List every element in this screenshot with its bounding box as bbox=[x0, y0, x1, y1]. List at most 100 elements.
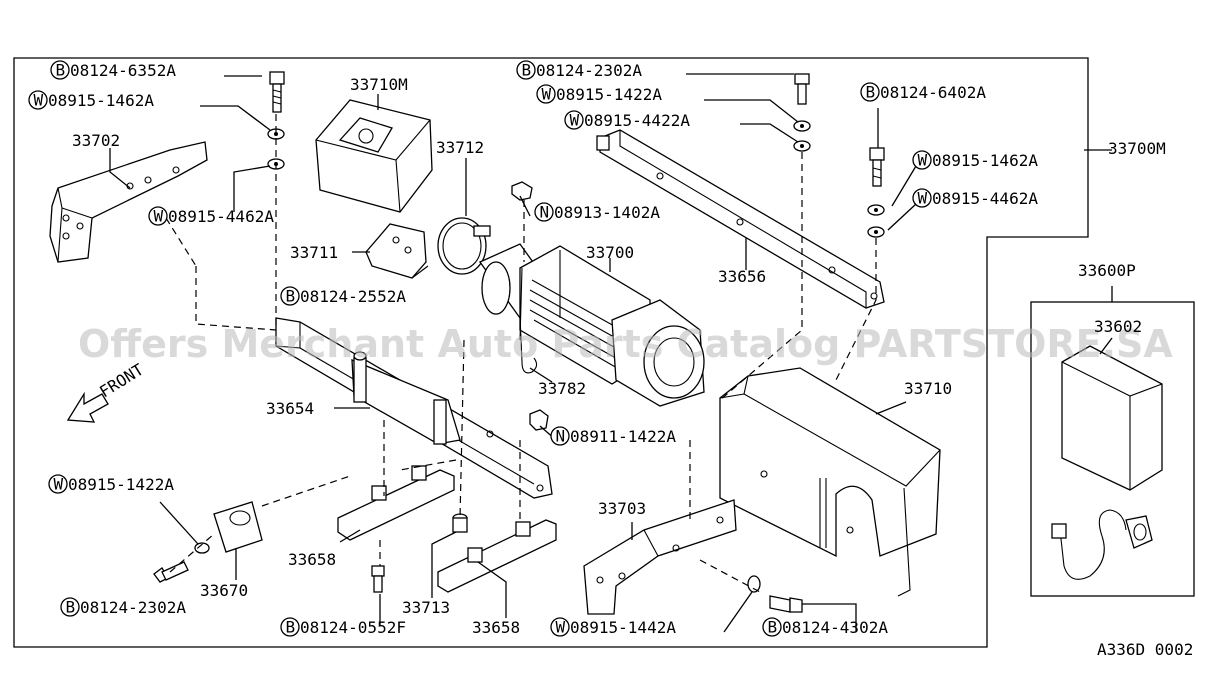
bracket-33658-lower bbox=[437, 519, 557, 593]
callout-prefix: B bbox=[286, 287, 296, 306]
callout-prefix: N bbox=[556, 427, 566, 446]
callout-prefix-circle bbox=[762, 617, 782, 637]
callout-number: 33713 bbox=[402, 598, 450, 617]
callout-33710M: 33710M bbox=[350, 75, 408, 94]
callout-number: 08915-1462A bbox=[48, 91, 154, 110]
callout-number: 08915-4422A bbox=[584, 111, 690, 130]
callout-prefix: W bbox=[918, 189, 928, 208]
callout-number: 08915-1442A bbox=[570, 618, 676, 637]
callout-prefix-circle bbox=[564, 110, 584, 130]
callout-number: 08915-1462A bbox=[932, 151, 1038, 170]
callout-prefix: W bbox=[34, 91, 44, 110]
callout-number: 08915-1422A bbox=[556, 85, 662, 104]
callout-prefix: B bbox=[768, 618, 778, 637]
callout-number: 33658 bbox=[472, 618, 520, 637]
remote-cable bbox=[1051, 509, 1153, 580]
callout-number: 08124-2302A bbox=[80, 598, 186, 617]
callout-33710: 33710 bbox=[904, 379, 952, 398]
bracket-33702 bbox=[49, 141, 208, 263]
bracket-33711 bbox=[365, 223, 429, 279]
callout-number: 33602 bbox=[1094, 317, 1142, 336]
cover-33710m bbox=[315, 99, 433, 213]
clamp-33712 bbox=[437, 217, 491, 275]
callout-number: 08124-2552A bbox=[300, 287, 406, 306]
callout-number: 08124-6402A bbox=[880, 83, 986, 102]
callout-33712: 33712 bbox=[436, 138, 484, 157]
callout-prefix-circle bbox=[50, 60, 70, 80]
callout-number: 33654 bbox=[266, 399, 314, 418]
callout-number: 33710 bbox=[904, 379, 952, 398]
callout-prefix: W bbox=[556, 618, 566, 637]
callout-33702: 33702 bbox=[72, 131, 120, 150]
callout-number: 33658 bbox=[288, 550, 336, 569]
callout-number: 08911-1422A bbox=[570, 427, 676, 446]
callout-number: 08915-1422A bbox=[68, 475, 174, 494]
callout-prefix-circle bbox=[912, 150, 932, 170]
callout-prefix: B bbox=[286, 618, 296, 637]
callout-number: 33600P bbox=[1078, 261, 1136, 280]
callout-number: 33700M bbox=[1108, 139, 1166, 158]
callout-number: 33656 bbox=[718, 267, 766, 286]
hook-33782 bbox=[519, 315, 538, 374]
callout-prefix: W bbox=[542, 85, 552, 104]
figure-code: A336D 0002 bbox=[1097, 640, 1193, 659]
callout-prefix-circle bbox=[860, 82, 880, 102]
callout-number: 08913-1402A bbox=[554, 203, 660, 222]
callout-number: 08124-2302A bbox=[536, 61, 642, 80]
callout-33700: 33700 bbox=[586, 243, 634, 262]
callout-prefix-circle bbox=[60, 597, 80, 617]
callout-33703: 33703 bbox=[598, 499, 646, 518]
callout-33602: 33602 bbox=[1094, 317, 1142, 336]
callout-number: 08915-4462A bbox=[932, 189, 1038, 208]
callout-prefix: W bbox=[918, 151, 928, 170]
callout-prefix-circle bbox=[912, 188, 932, 208]
callout-prefix-circle bbox=[28, 90, 48, 110]
bolt-6402a bbox=[867, 147, 885, 238]
plate-33670 bbox=[153, 501, 263, 583]
watermark-text: Offers Merchant Auto Parts Catalog PARTS… bbox=[78, 322, 1173, 366]
bracket-33703 bbox=[583, 499, 737, 615]
callout-prefix-circle bbox=[536, 84, 556, 104]
callout-prefix-circle bbox=[280, 617, 300, 637]
callout-prefix: W bbox=[570, 111, 580, 130]
bolt-4302a bbox=[747, 575, 803, 613]
rail-33656 bbox=[596, 129, 885, 309]
callout-prefix-circle bbox=[550, 617, 570, 637]
callout-number: 33711 bbox=[290, 243, 338, 262]
callout-number: 33702 bbox=[72, 131, 120, 150]
callout-number: 33703 bbox=[598, 499, 646, 518]
bolt-0552f bbox=[371, 565, 385, 593]
bolt-2302a-top bbox=[793, 73, 811, 152]
callout-prefix-circle bbox=[280, 286, 300, 306]
part-33602-box bbox=[1061, 345, 1163, 491]
assembly-frame bbox=[13, 57, 1089, 648]
callout-number: 33712 bbox=[436, 138, 484, 157]
leader-lines bbox=[109, 73, 1113, 633]
callout-prefix: W bbox=[54, 475, 64, 494]
nut-1422a bbox=[529, 409, 549, 431]
cover-33710 bbox=[719, 367, 941, 597]
nut-1402a bbox=[511, 181, 533, 201]
callout-33713: 33713 bbox=[402, 598, 450, 617]
callout-number: 33782 bbox=[538, 379, 586, 398]
callout-33670: 33670 bbox=[200, 581, 248, 600]
callout-prefix-circle bbox=[48, 474, 68, 494]
callout-number: 33670 bbox=[200, 581, 248, 600]
spacer-33713 bbox=[452, 513, 468, 533]
